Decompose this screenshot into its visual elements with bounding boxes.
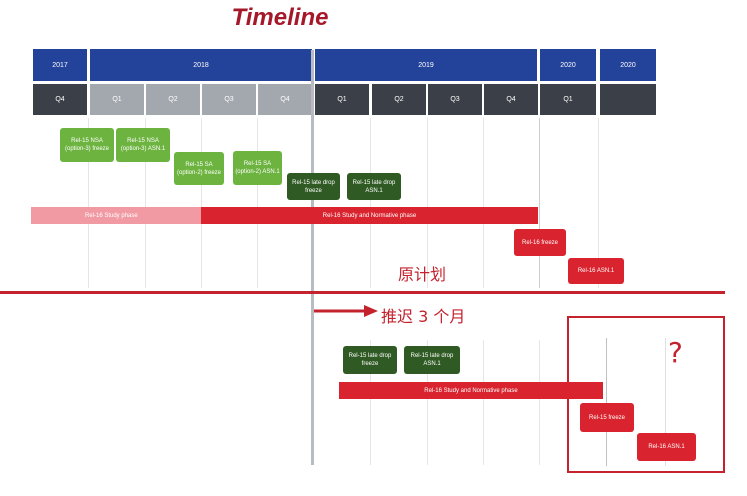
year-2020: 2020 — [540, 49, 596, 81]
quarter-2018-q2: Q2 — [146, 84, 200, 115]
rel16-study-phase-bar: Rel-16 Study phase — [31, 207, 201, 224]
section-divider — [0, 291, 725, 294]
grid-line — [598, 118, 599, 288]
milestone-rel15-nsa-asn1: Rel-15 NSA (option-3) ASN.1 — [116, 128, 170, 162]
milestone-rel15-nsa-freeze: Rel-15 NSA (option-3) freeze — [60, 128, 114, 162]
delayed-rel15-late-drop-asn1: Rel-15 late drop ASN.1 — [404, 346, 460, 374]
delay-arrow-icon — [314, 305, 378, 317]
grid-line — [606, 338, 607, 466]
quarter-2019-q1: Q1 — [315, 84, 369, 115]
quarter-2019-q3: Q3 — [428, 84, 482, 115]
milestone-rel16-asn1: Rel-16 ASN.1 — [568, 258, 624, 284]
year-2019: 2019 — [315, 49, 537, 81]
year-2018: 2018 — [90, 49, 312, 81]
grid-line — [483, 340, 484, 465]
quarter-2020-q1: Q1 — [540, 84, 596, 115]
grid-line — [201, 118, 202, 288]
rel16-normative-phase-bar: Rel-16 Study and Normative phase — [201, 207, 538, 224]
current-marker-line — [311, 50, 314, 465]
question-mark: ? — [668, 336, 683, 369]
grid-line — [145, 118, 146, 288]
quarter-2018-q1: Q1 — [90, 84, 144, 115]
year-2020-second: 2020 — [600, 49, 656, 81]
milestone-rel15-late-drop-freeze: Rel-15 late drop freeze — [287, 173, 340, 200]
grid-line — [483, 118, 484, 288]
original-plan-label: 原计划 — [398, 265, 447, 284]
grid-line — [370, 340, 371, 465]
grid-line — [257, 118, 258, 288]
milestone-rel15-sa-freeze: Rel-15 SA (option-2) freeze — [174, 152, 224, 185]
quarter-2019-q4: Q4 — [484, 84, 538, 115]
grid-line — [539, 118, 540, 288]
page-title: Timeline — [231, 4, 329, 31]
quarter-2020-blank — [600, 84, 656, 115]
grid-line — [88, 118, 89, 288]
quarter-2018-q3: Q3 — [202, 84, 256, 115]
delayed-rel16-normative-phase-bar: Rel-16 Study and Normative phase — [339, 382, 603, 399]
grid-line — [539, 340, 540, 465]
milestone-rel16-freeze: Rel-16 freeze — [514, 229, 566, 256]
quarter-2017-q4: Q4 — [33, 84, 87, 115]
delayed-rel15-freeze: Rel-15 freeze — [580, 403, 634, 432]
grid-line — [427, 118, 428, 288]
delay-label: 推迟 3 个月 — [381, 307, 466, 326]
delayed-rel15-late-drop-freeze: Rel-15 late drop freeze — [343, 346, 397, 374]
milestone-rel15-sa-asn1: Rel-15 SA (option-2) ASN.1 — [233, 151, 282, 185]
grid-line — [427, 340, 428, 465]
quarter-2019-q2: Q2 — [372, 84, 426, 115]
grid-line — [370, 118, 371, 288]
year-2017: 2017 — [33, 49, 87, 81]
delayed-rel16-asn1: Rel-16 ASN.1 — [637, 433, 696, 461]
quarter-2018-q4: Q4 — [258, 84, 312, 115]
milestone-rel15-late-drop-asn1: Rel-15 late drop ASN.1 — [347, 173, 401, 200]
grid-line — [665, 338, 666, 466]
